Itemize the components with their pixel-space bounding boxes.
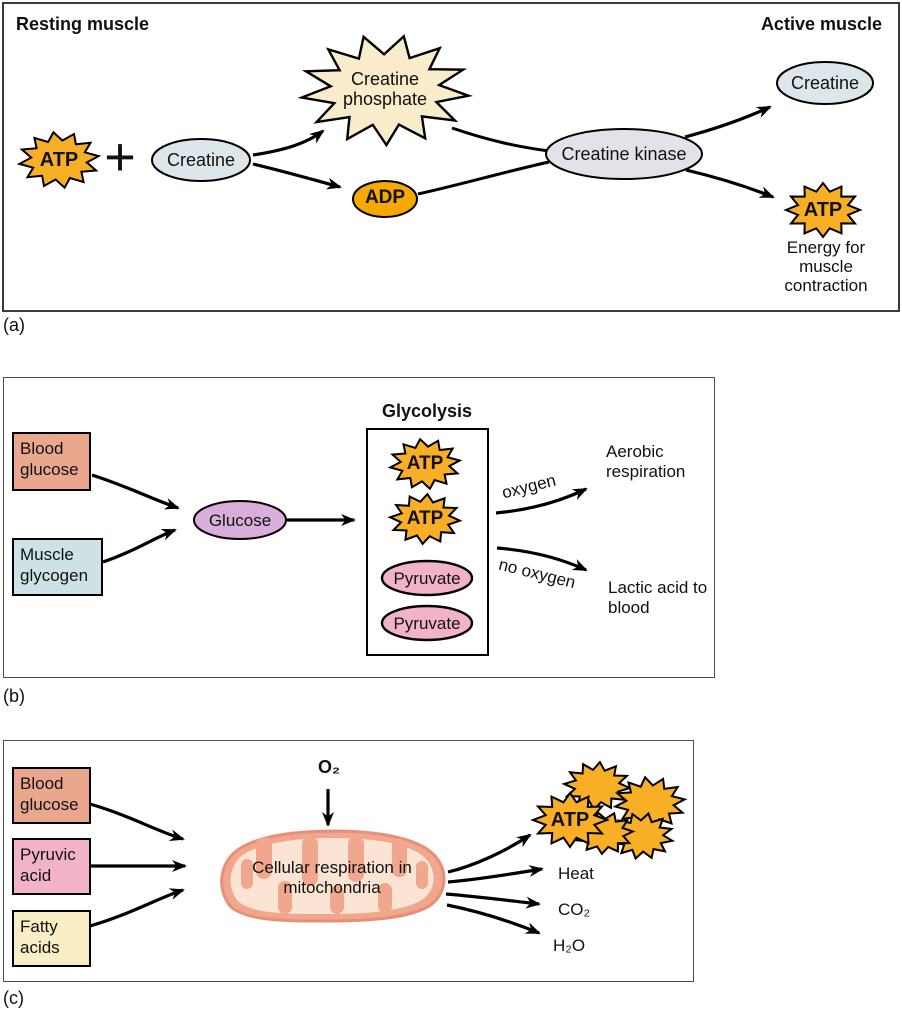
creatine-phosphate-label: Creatine phosphate: [342, 69, 428, 109]
pyruvate-label-1: Pyruvate: [393, 569, 461, 588]
pyruvate-oval-1: [380, 559, 474, 597]
panel-a-diagram-layer: [16, 34, 874, 239]
creatine-kinase-oval: [545, 128, 703, 180]
arrow-mitochondria-to-h2o: [446, 903, 541, 935]
crista: [256, 837, 272, 879]
resting-muscle-heading: Resting muscle: [16, 14, 150, 34]
crista: [392, 839, 407, 877]
muscle-glycogen-box: Muscle glycogen: [12, 538, 103, 596]
atp-burst-2: [387, 492, 463, 546]
creatine-oval-left: [151, 138, 251, 182]
arrow-creatine-to-adp: [252, 162, 342, 190]
arrow-fatty-acids-to-mitochondria: [89, 888, 185, 928]
glucose-label: Glucose: [208, 511, 272, 530]
adp-oval: [352, 180, 418, 218]
crista: [416, 861, 428, 889]
arrow-oxygen-to-aerobic: [495, 487, 588, 515]
pyruvate-label-2: Pyruvate: [393, 614, 461, 633]
arrow-kinase-to-creatine: [684, 105, 772, 139]
muscle-glycogen-label: Muscle glycogen: [20, 545, 89, 585]
glucose-oval: [193, 500, 287, 540]
energy-caption: Energy for muscle contraction: [784, 238, 868, 295]
panel-b-glycolysis-pathway: Blood glucose Muscle glycogen Glucose Gl…: [3, 377, 715, 678]
arrow-blood-glucose-to-glucose: [91, 473, 180, 510]
atp-label-2: ATP: [406, 508, 444, 529]
atp-burst-1: [387, 437, 463, 491]
creatine-oval-right: [776, 61, 874, 105]
line-adp-to-kinase: [417, 160, 550, 196]
atp-label-1: ATP: [406, 453, 444, 474]
atp-burst-shape-left: [16, 130, 102, 190]
arrow-mitochondria-to-heat: [447, 865, 544, 884]
arrow-creatine-to-creatine-phosphate: [252, 129, 325, 157]
atp-burst-shape-right: [783, 181, 863, 239]
panel-a-label: (a): [3, 315, 25, 335]
creatine-label-right: Creatine: [790, 73, 860, 93]
panel-c-diagram-layer: [89, 760, 688, 935]
panel-b-label: (b): [3, 686, 25, 706]
h2o-label: H₂O: [553, 936, 586, 955]
co2-label: CO₂: [558, 900, 591, 919]
panel-a-creatine-phosphate-pathway: Resting muscle Active muscle ATP + Creat…: [2, 2, 900, 312]
blood-glucose-label-c: Blood glucose: [20, 774, 79, 814]
pyruvic-acid-label: Pyruvic acid: [20, 845, 76, 885]
pyruvate-oval-2: [380, 604, 474, 642]
crista: [241, 859, 253, 889]
crista: [330, 886, 344, 914]
atp-label-right: ATP: [803, 199, 843, 221]
heat-label: Heat: [558, 864, 594, 883]
crista: [302, 836, 318, 886]
plus-sign: +: [104, 127, 136, 187]
creatine-kinase-label: Creatine kinase: [561, 144, 687, 164]
arrow-mitochondria-to-co2: [445, 892, 541, 909]
arrow-muscle-glycogen-to-glucose: [102, 528, 177, 564]
atp-cluster-label: ATP: [550, 809, 590, 831]
creatine-phosphate-burst-shape: [297, 34, 473, 148]
blood-glucose-box-c: Blood glucose: [12, 767, 91, 824]
mitochondrion-illustration: [220, 829, 446, 923]
atp-label-left: ATP: [39, 149, 79, 171]
aerobic-respiration-label: Aerobic respiration: [606, 442, 686, 481]
atp-burst-cluster: [530, 760, 688, 861]
atp-burst-front: [530, 791, 610, 849]
line-creatine-phosphate-to-kinase: [451, 126, 550, 153]
crista: [378, 883, 392, 913]
fatty-acids-label: Fatty acids: [20, 917, 60, 957]
fatty-acids-box: Fatty acids: [12, 910, 91, 967]
mitochondria-caption: Cellular respiration in mitochondria: [252, 858, 412, 897]
arrow-blood-glucose-to-mitochondria: [89, 802, 185, 842]
atp-burst-back-1: [561, 760, 633, 812]
creatine-label-left: Creatine: [166, 150, 236, 170]
adp-label: ADP: [364, 187, 406, 208]
panel-c-cellular-respiration: Blood glucose Pyruvic acid Fatty acids O…: [3, 740, 694, 982]
panel-b-diagram-layer: [91, 428, 588, 656]
panel-c-label: (c): [3, 988, 24, 1008]
arrow-no-oxygen-to-lactic: [496, 546, 588, 572]
crista: [278, 881, 292, 914]
blood-glucose-box: Blood glucose: [12, 432, 91, 491]
blood-glucose-label: Blood glucose: [20, 439, 79, 479]
active-muscle-heading: Active muscle: [760, 14, 882, 34]
o2-label: O₂: [318, 757, 340, 777]
mitochondrion-cristae: [241, 836, 428, 914]
lactic-acid-label: Lactic acid to blood: [608, 578, 708, 617]
glycolysis-heading: Glycolysis: [381, 401, 473, 421]
arrow-mitochondria-to-atp: [447, 833, 532, 874]
crista: [348, 836, 364, 882]
pyruvic-acid-box: Pyruvic acid: [12, 838, 91, 895]
arrow-kinase-to-atp: [685, 168, 775, 199]
